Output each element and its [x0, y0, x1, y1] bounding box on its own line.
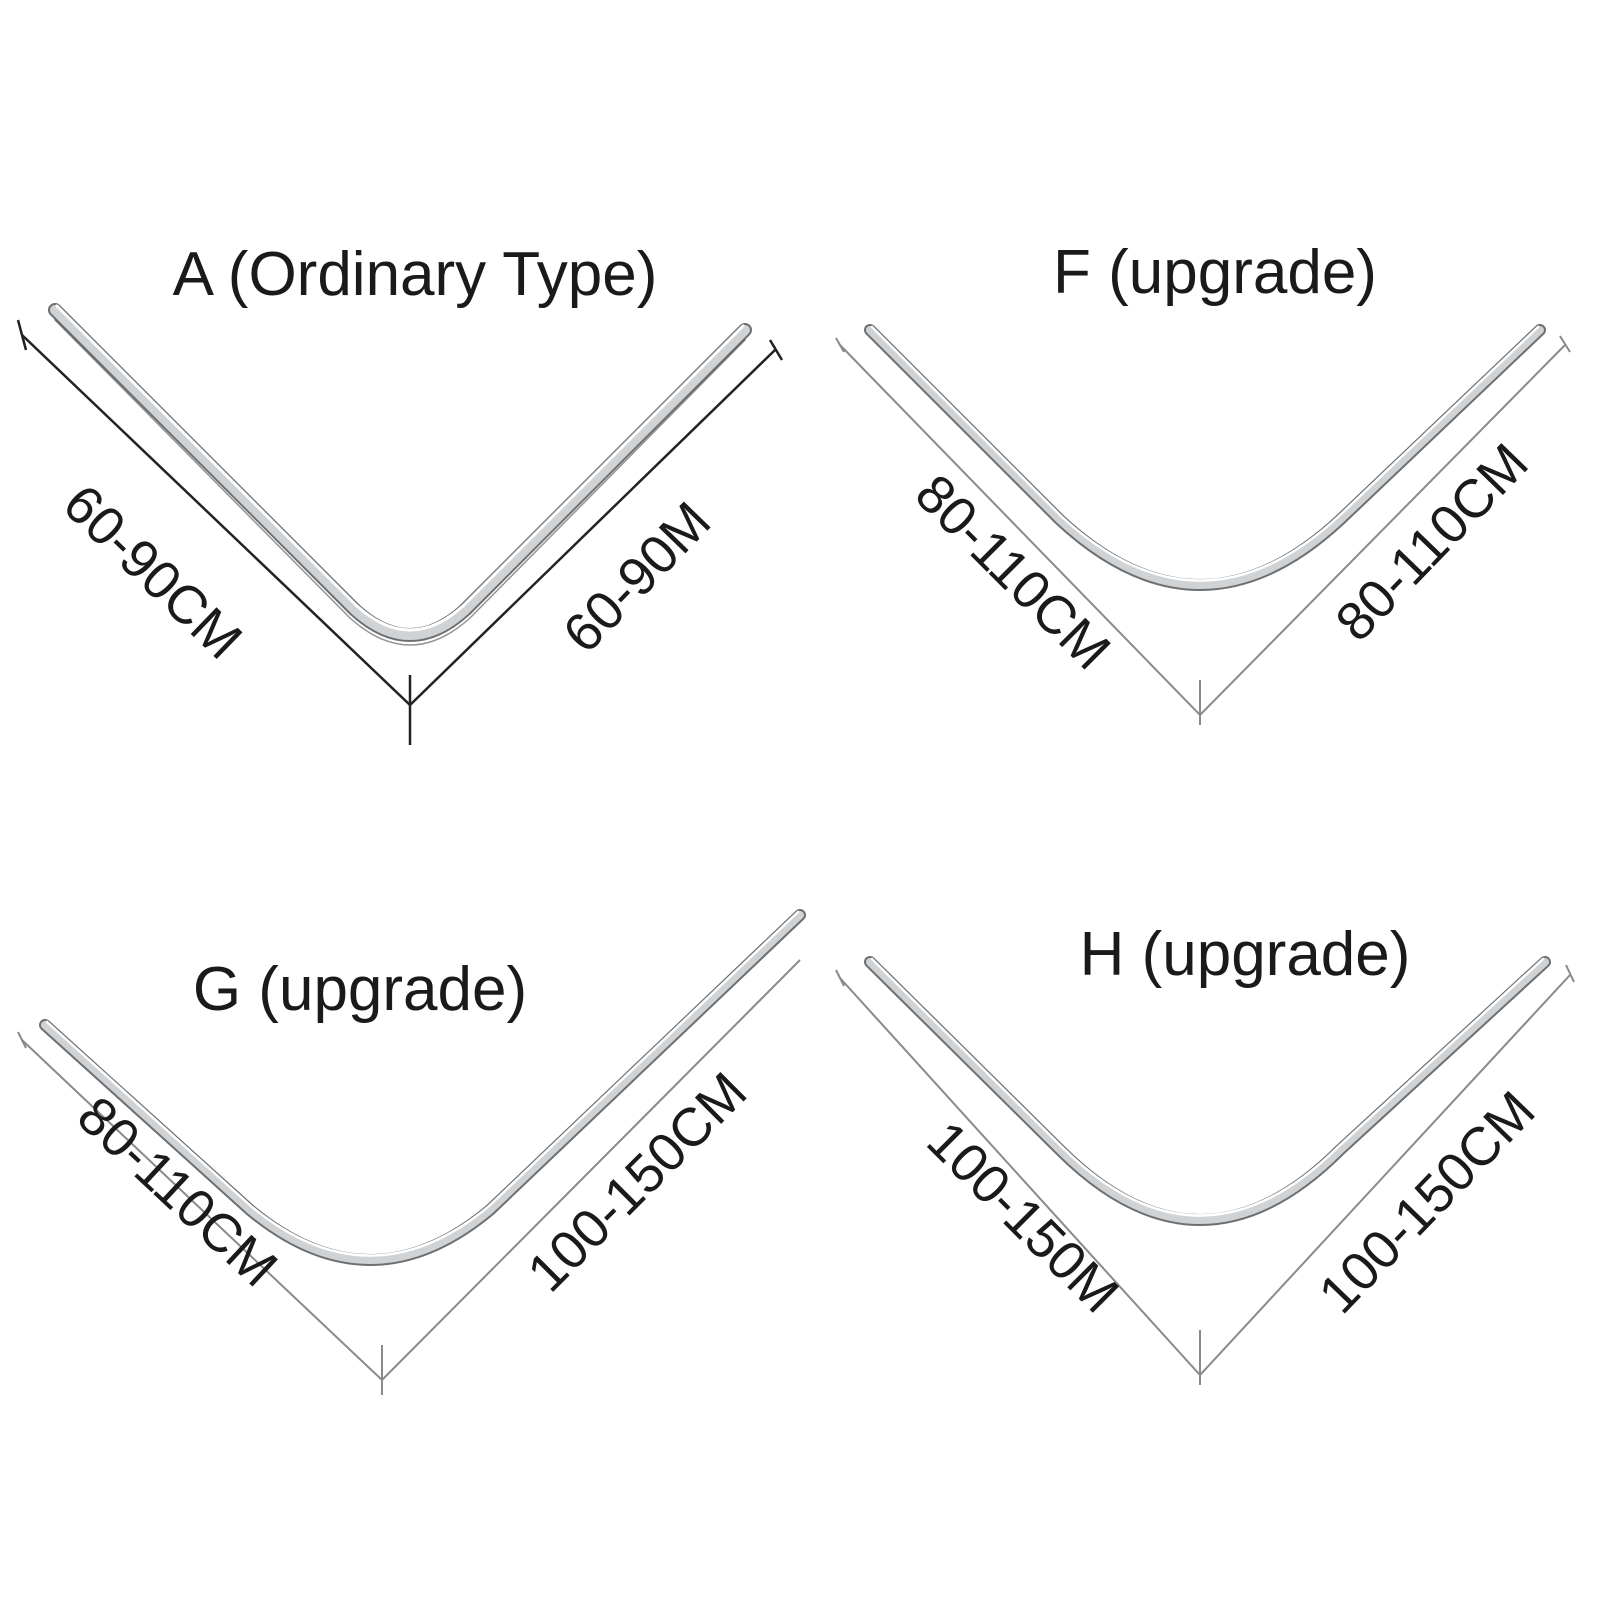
panel-a-left-dimension: 60-90CM: [52, 473, 253, 670]
panel-g-title: G (upgrade): [193, 955, 527, 1024]
panel-h-rod: [864, 956, 1551, 1226]
panel-g-rod: [39, 909, 806, 1266]
panel-a: A (Ordinary Type) 60-90CM 60-90M: [16, 240, 784, 745]
panel-f-title: F (upgrade): [1053, 238, 1377, 307]
panel-f-right-dimension: 80-110CM: [1324, 432, 1540, 652]
panel-g-right-dimension: 100-150CM: [516, 1061, 758, 1303]
panel-g: G (upgrade) 80-110CM 100-150CM: [17, 909, 806, 1395]
panel-h-title: H (upgrade): [1080, 920, 1411, 989]
panel-h-right-dimension: 100-150CM: [1307, 1080, 1546, 1325]
panel-f-dimension-lines: [835, 335, 1571, 725]
panel-f-rod: [864, 324, 1546, 591]
panel-f: F (upgrade) 80-110CM 80-110CM: [835, 238, 1571, 725]
panel-h-left-dimension: 100-150M: [916, 1110, 1130, 1324]
panel-a-rod: [48, 303, 752, 646]
panel-g-left-dimension: 80-110CM: [66, 1085, 288, 1298]
panel-g-dimension-lines: [17, 959, 801, 1395]
panel-h-dimension-lines: [835, 964, 1575, 1385]
panel-a-dimension-lines: [16, 319, 784, 745]
panel-h: H (upgrade) 100-150M 100-150CM: [835, 920, 1575, 1385]
panel-a-right-dimension: 60-90M: [552, 491, 722, 664]
panel-a-title: A (Ordinary Type): [173, 240, 658, 309]
panel-f-left-dimension: 80-110CM: [904, 463, 1122, 681]
